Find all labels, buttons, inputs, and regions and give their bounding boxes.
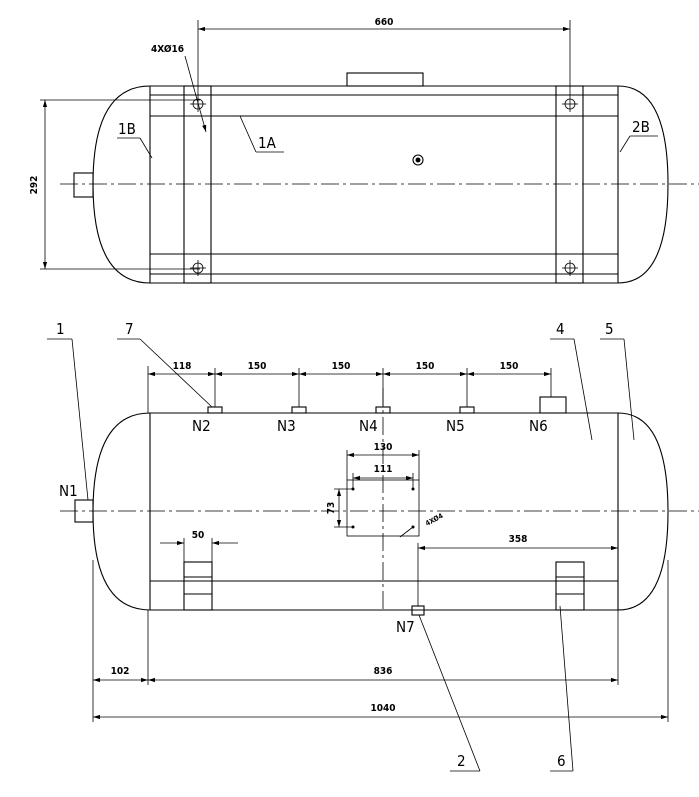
label-n1: N1 bbox=[59, 482, 78, 500]
balloon-leader bbox=[573, 338, 593, 441]
top-nozzle-rect bbox=[346, 72, 424, 87]
left-saddle-top bbox=[183, 85, 212, 284]
dim-292-text: 292 bbox=[29, 176, 40, 195]
dim-130-text: 130 bbox=[374, 442, 393, 453]
bolt-hole-icon bbox=[562, 96, 578, 112]
nozzle-n6 bbox=[539, 396, 567, 414]
label-n4: N4 bbox=[359, 417, 378, 435]
dim-836-text: 836 bbox=[374, 666, 393, 677]
dim-111-text: 111 bbox=[374, 464, 393, 475]
bolt-hole-icon bbox=[190, 260, 206, 276]
balloon-leader bbox=[623, 338, 635, 441]
dim-150-text: 150 bbox=[500, 361, 519, 372]
dim-73-text: 73 bbox=[326, 502, 337, 515]
label-n6: N6 bbox=[529, 417, 548, 435]
balloon-1: 1 bbox=[56, 320, 65, 338]
dim-102-text: 102 bbox=[111, 666, 130, 677]
callout-leader bbox=[239, 115, 257, 153]
dim-118-text: 118 bbox=[173, 361, 192, 372]
top-left-nozzle bbox=[73, 172, 94, 198]
dim-150-text: 150 bbox=[332, 361, 351, 372]
left-saddle-front bbox=[183, 561, 213, 611]
balloon-leader bbox=[139, 338, 213, 408]
nozzle-n2 bbox=[207, 406, 223, 414]
label-n7: N7 bbox=[396, 618, 415, 636]
bolt-hole-icon bbox=[562, 260, 578, 276]
dim-1040-text: 1040 bbox=[370, 703, 395, 714]
balloon-4: 4 bbox=[556, 320, 565, 338]
label-n2: N2 bbox=[192, 417, 211, 435]
front-view: 118 150 150 150 150 N2 N3 N4 N5 N6 N1 N7… bbox=[47, 320, 699, 772]
balloon-7: 7 bbox=[125, 320, 134, 338]
dim-358-text: 358 bbox=[509, 534, 528, 545]
callout-1b: 1B bbox=[118, 120, 136, 138]
center-fitting-icon bbox=[412, 154, 424, 166]
callout-2b: 2B bbox=[632, 118, 650, 136]
top-view: 660 4XØ16 292 1B 1A 2B bbox=[29, 17, 699, 284]
nozzle-n3 bbox=[291, 406, 307, 414]
balloon-5: 5 bbox=[605, 320, 614, 338]
callout-1a: 1A bbox=[258, 134, 277, 152]
dim-50-text: 50 bbox=[192, 530, 205, 541]
balloon-6: 6 bbox=[557, 752, 566, 770]
label-n5: N5 bbox=[446, 417, 465, 435]
dim-660-text: 660 bbox=[375, 17, 394, 28]
plate-holes-text: 4XØ4 bbox=[424, 512, 445, 528]
balloon-leader bbox=[418, 614, 481, 772]
plate-hole-leader bbox=[399, 526, 414, 538]
dim-150-text: 150 bbox=[248, 361, 267, 372]
right-saddle-top bbox=[555, 85, 584, 284]
bolt-holes-text: 4XØ16 bbox=[151, 43, 184, 55]
nozzle-n5 bbox=[459, 406, 475, 414]
label-n3: N3 bbox=[277, 417, 296, 435]
callout-leader bbox=[139, 137, 153, 159]
bolt-holes-leader bbox=[184, 55, 207, 133]
balloon-2: 2 bbox=[457, 752, 466, 770]
balloon-leader bbox=[71, 338, 89, 501]
right-saddle-front bbox=[555, 561, 585, 611]
balloon-leader bbox=[559, 605, 574, 772]
callout-leader bbox=[619, 135, 631, 153]
dim-150-text: 150 bbox=[416, 361, 435, 372]
